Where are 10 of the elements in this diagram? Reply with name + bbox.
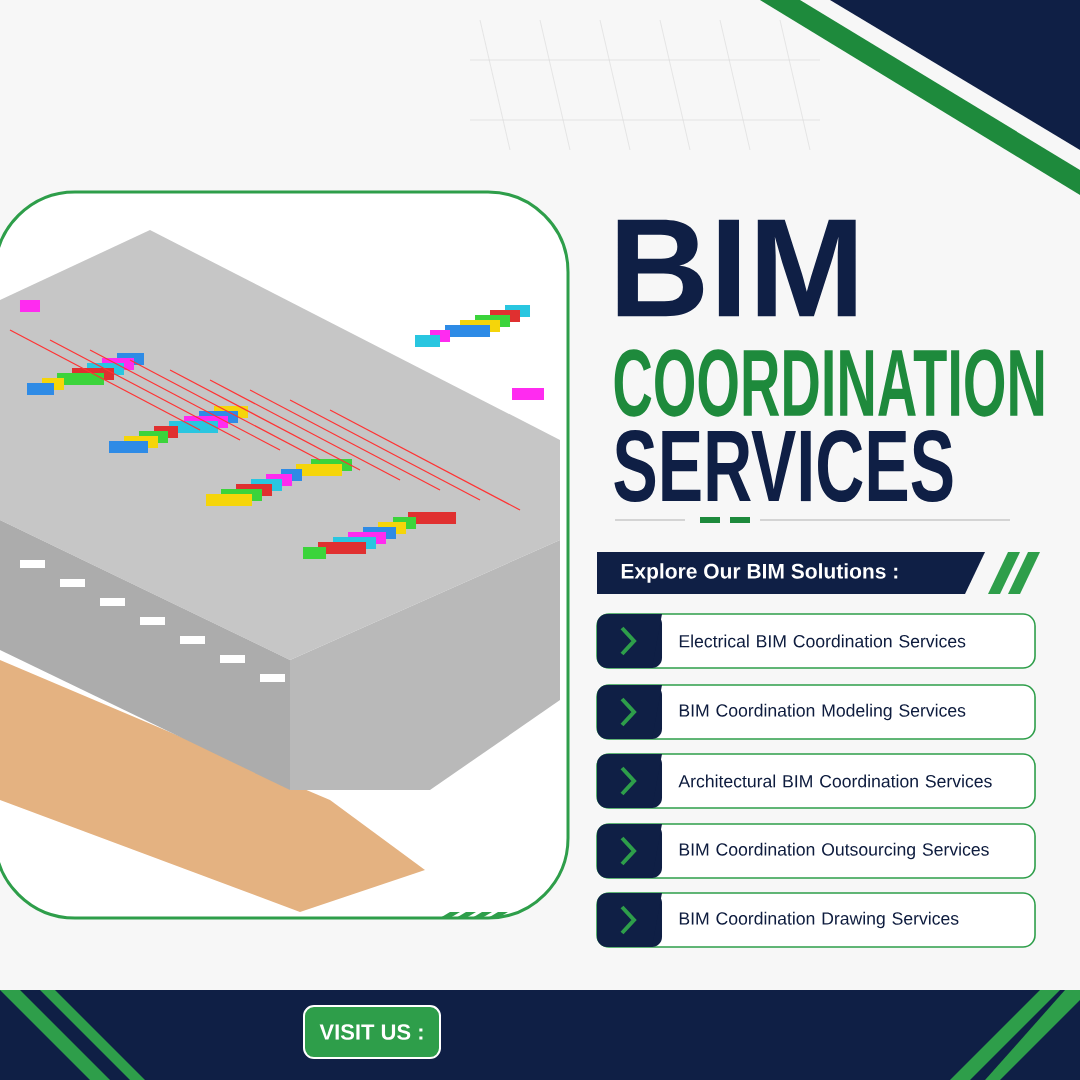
list-item-box: BIM Coordination Modeling Services xyxy=(596,684,1036,740)
heading-text: COORDINATION xyxy=(614,349,1044,417)
list-item-box: Electrical BIM Coordination Services xyxy=(596,613,1036,669)
list-item-box: BIM Coordination Drawing Services xyxy=(596,892,1036,948)
section-banner: Explore Our BIM Solutions : xyxy=(597,552,985,594)
heading-text: SERVICES xyxy=(614,429,953,503)
list-item-box: Architectural BIM Coordination Services xyxy=(596,753,1036,809)
button: VISIT US : xyxy=(303,1005,441,1059)
list-item-box: BIM Coordination Outsourcing Services xyxy=(596,823,1036,879)
title: BIM xyxy=(617,219,856,317)
